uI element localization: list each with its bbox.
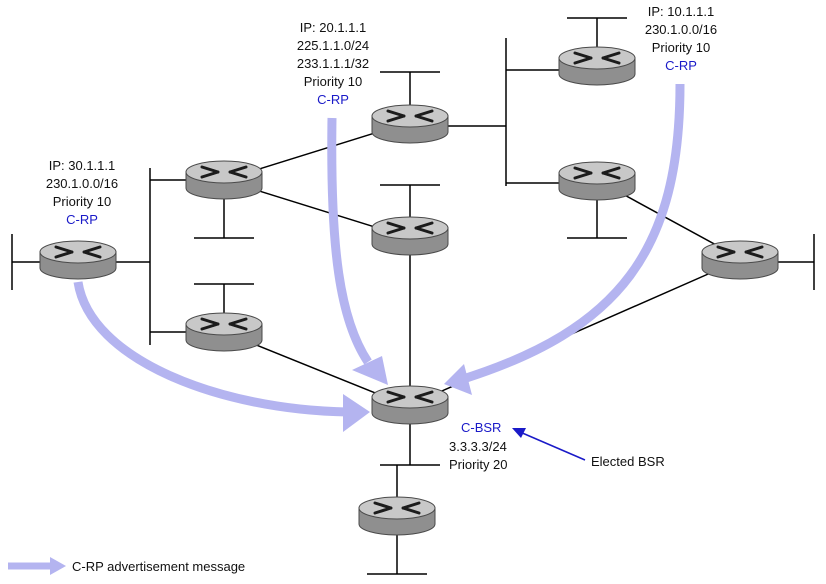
bsr-router-icon [370, 384, 450, 426]
router-icon [557, 160, 637, 202]
router-icon [184, 311, 264, 353]
rp-right-priority: Priority 10 [652, 40, 711, 55]
router-icon [370, 103, 450, 145]
elected-bsr-label: Elected BSR [591, 454, 665, 469]
advert-arrow-middle [327, 117, 372, 365]
advertisement-arrows [73, 83, 685, 432]
rp-left-labels: IP: 30.1.1.1 230.1.0.0/16 Priority 10 C-… [46, 158, 118, 227]
bsr-priority: Priority 20 [449, 457, 508, 472]
bsr-labels: C-BSR 3.3.3.3/24 Priority 20 Elected BSR [449, 420, 665, 472]
rp-left-ip: IP: 30.1.1.1 [49, 158, 116, 173]
router-icon [557, 45, 637, 87]
rp-middle-group1: 225.1.1.0/24 [297, 38, 369, 53]
router-icon [370, 215, 450, 257]
rp-right-ip: IP: 10.1.1.1 [648, 4, 715, 19]
router-icon [38, 239, 118, 281]
rp-middle-role: C-RP [317, 92, 349, 107]
rp-middle-group2: 233.1.1.1/32 [297, 56, 369, 71]
legend-label: C-RP advertisement message [72, 559, 245, 574]
advert-arrow-left-head [343, 394, 370, 432]
rp-left-role: C-RP [66, 212, 98, 227]
rp-left-priority: Priority 10 [53, 194, 112, 209]
advert-arrow-left [73, 281, 349, 417]
rp-left-group: 230.1.0.0/16 [46, 176, 118, 191]
router-icon [700, 239, 780, 281]
rp-middle-priority: Priority 10 [304, 74, 363, 89]
advert-arrow-right [458, 83, 685, 385]
bsr-role: C-BSR [461, 420, 501, 435]
links [11, 17, 815, 575]
legend-arrow-head [50, 557, 66, 575]
elected-bsr-arrow [519, 431, 586, 461]
rp-right-group: 230.1.0.0/16 [645, 22, 717, 37]
legend: C-RP advertisement message [8, 557, 245, 575]
elected-bsr-arrow-head [512, 428, 526, 438]
bsr-address: 3.3.3.3/24 [449, 439, 507, 454]
advert-arrow-middle-head [352, 356, 388, 385]
rp-middle-labels: IP: 20.1.1.1 225.1.1.0/24 233.1.1.1/32 P… [297, 20, 369, 107]
rp-right-labels: IP: 10.1.1.1 230.1.0.0/16 Priority 10 C-… [645, 4, 717, 73]
rp-right-role: C-RP [665, 58, 697, 73]
rp-middle-ip: IP: 20.1.1.1 [300, 20, 367, 35]
advert-arrow-right-head [444, 364, 472, 395]
router-icon [357, 495, 437, 537]
router-icon [184, 159, 264, 201]
